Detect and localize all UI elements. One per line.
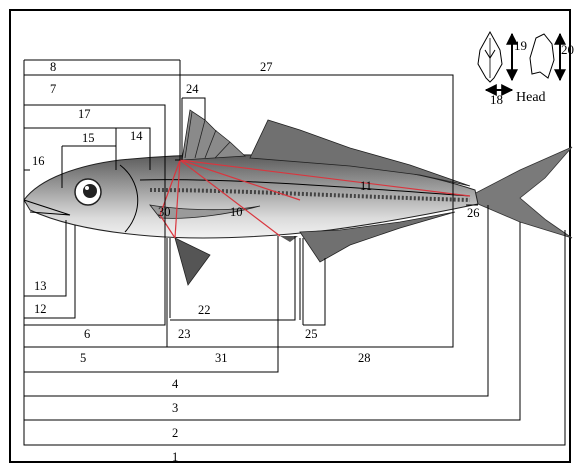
label-27: 27 bbox=[260, 60, 273, 74]
caudal-fin bbox=[470, 147, 572, 238]
label-10: 10 bbox=[230, 205, 243, 219]
label-12: 12 bbox=[34, 302, 47, 316]
label-26: 26 bbox=[467, 206, 480, 220]
label-20: 20 bbox=[561, 42, 574, 57]
label-16: 16 bbox=[32, 154, 45, 168]
measurement-brackets bbox=[24, 60, 565, 445]
label-30: 30 bbox=[158, 205, 171, 219]
label-8: 8 bbox=[50, 60, 56, 74]
label-15: 15 bbox=[82, 131, 95, 145]
fish-illustration bbox=[24, 110, 572, 285]
head-outline-ventral bbox=[530, 34, 554, 78]
label-25: 25 bbox=[305, 327, 318, 341]
label-3: 3 bbox=[172, 401, 178, 415]
label-23: 23 bbox=[178, 327, 191, 341]
label-7: 7 bbox=[50, 82, 56, 96]
pelvic-fin bbox=[175, 238, 210, 285]
label-31: 31 bbox=[215, 351, 228, 365]
label-24: 24 bbox=[186, 82, 199, 96]
label-17: 17 bbox=[78, 107, 91, 121]
label-1: 1 bbox=[172, 450, 178, 464]
label-19: 19 bbox=[514, 38, 527, 53]
label-13: 13 bbox=[34, 279, 47, 293]
measurement-labels: 1 2 3 4 5 6 8 7 17 15 14 16 13 12 23 22 … bbox=[32, 60, 480, 464]
head-inset: 19 20 18 Head bbox=[478, 32, 574, 107]
label-22: 22 bbox=[198, 303, 211, 317]
label-28: 28 bbox=[358, 351, 371, 365]
head-caption: Head bbox=[516, 90, 546, 105]
label-5: 5 bbox=[80, 351, 86, 365]
label-18: 18 bbox=[490, 92, 503, 107]
label-6: 6 bbox=[84, 327, 90, 341]
label-4: 4 bbox=[172, 377, 179, 391]
label-11: 11 bbox=[360, 179, 372, 193]
label-14: 14 bbox=[130, 129, 143, 143]
label-2: 2 bbox=[172, 426, 178, 440]
